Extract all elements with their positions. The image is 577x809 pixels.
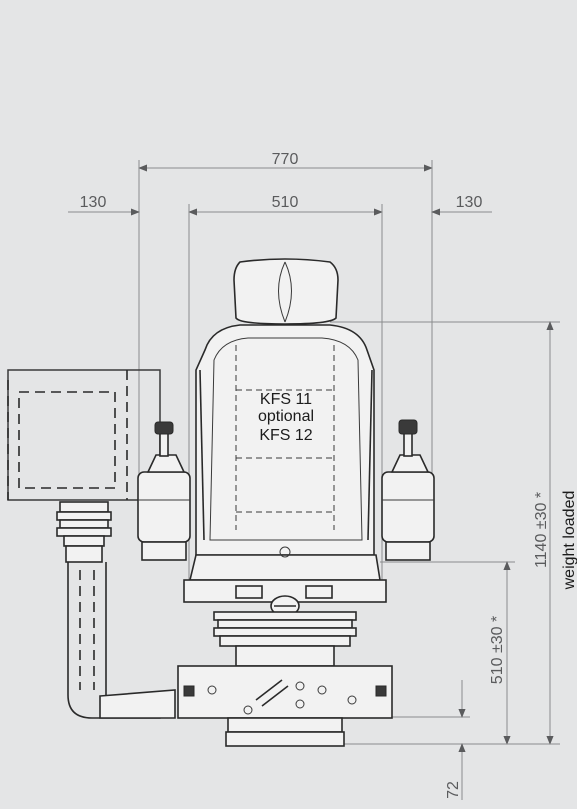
dimension-base-height: 72 xyxy=(330,680,560,800)
side-left-label: 130 xyxy=(80,194,107,211)
seat-headrest xyxy=(233,258,339,325)
dimension-side-left: 130 xyxy=(68,194,140,216)
weight-loaded-note: weight loaded xyxy=(561,491,577,591)
kfs-label-line2: optional xyxy=(258,408,314,425)
height-loaded-label: 1140 ±30 * xyxy=(533,492,550,568)
console-support-arm xyxy=(56,501,176,719)
kfs-label: KFS 11 optional KFS 12 xyxy=(258,391,314,444)
seat-width-label: 510 xyxy=(272,194,299,211)
seat-backrest xyxy=(195,324,375,556)
overall-width-label: 770 xyxy=(272,151,299,168)
base-height-label: 72 xyxy=(445,781,462,799)
seat-height-label: 510 ±30 * xyxy=(489,616,506,684)
seat-slide-base xyxy=(177,665,393,747)
kfs-label-line1: KFS 11 xyxy=(260,391,312,408)
right-armrest-console xyxy=(381,419,435,561)
suspension-bellows xyxy=(213,611,357,667)
left-armrest-console xyxy=(137,421,191,561)
kfs-label-line3: KFS 12 xyxy=(259,427,312,444)
seat-cushion xyxy=(183,546,387,617)
dimension-side-right: 130 xyxy=(431,194,492,216)
dimension-height-loaded: 1140 ±30 * weight loaded xyxy=(330,321,577,745)
dimension-seat-height: 510 ±30 * xyxy=(380,561,515,745)
side-right-label: 130 xyxy=(456,194,483,211)
